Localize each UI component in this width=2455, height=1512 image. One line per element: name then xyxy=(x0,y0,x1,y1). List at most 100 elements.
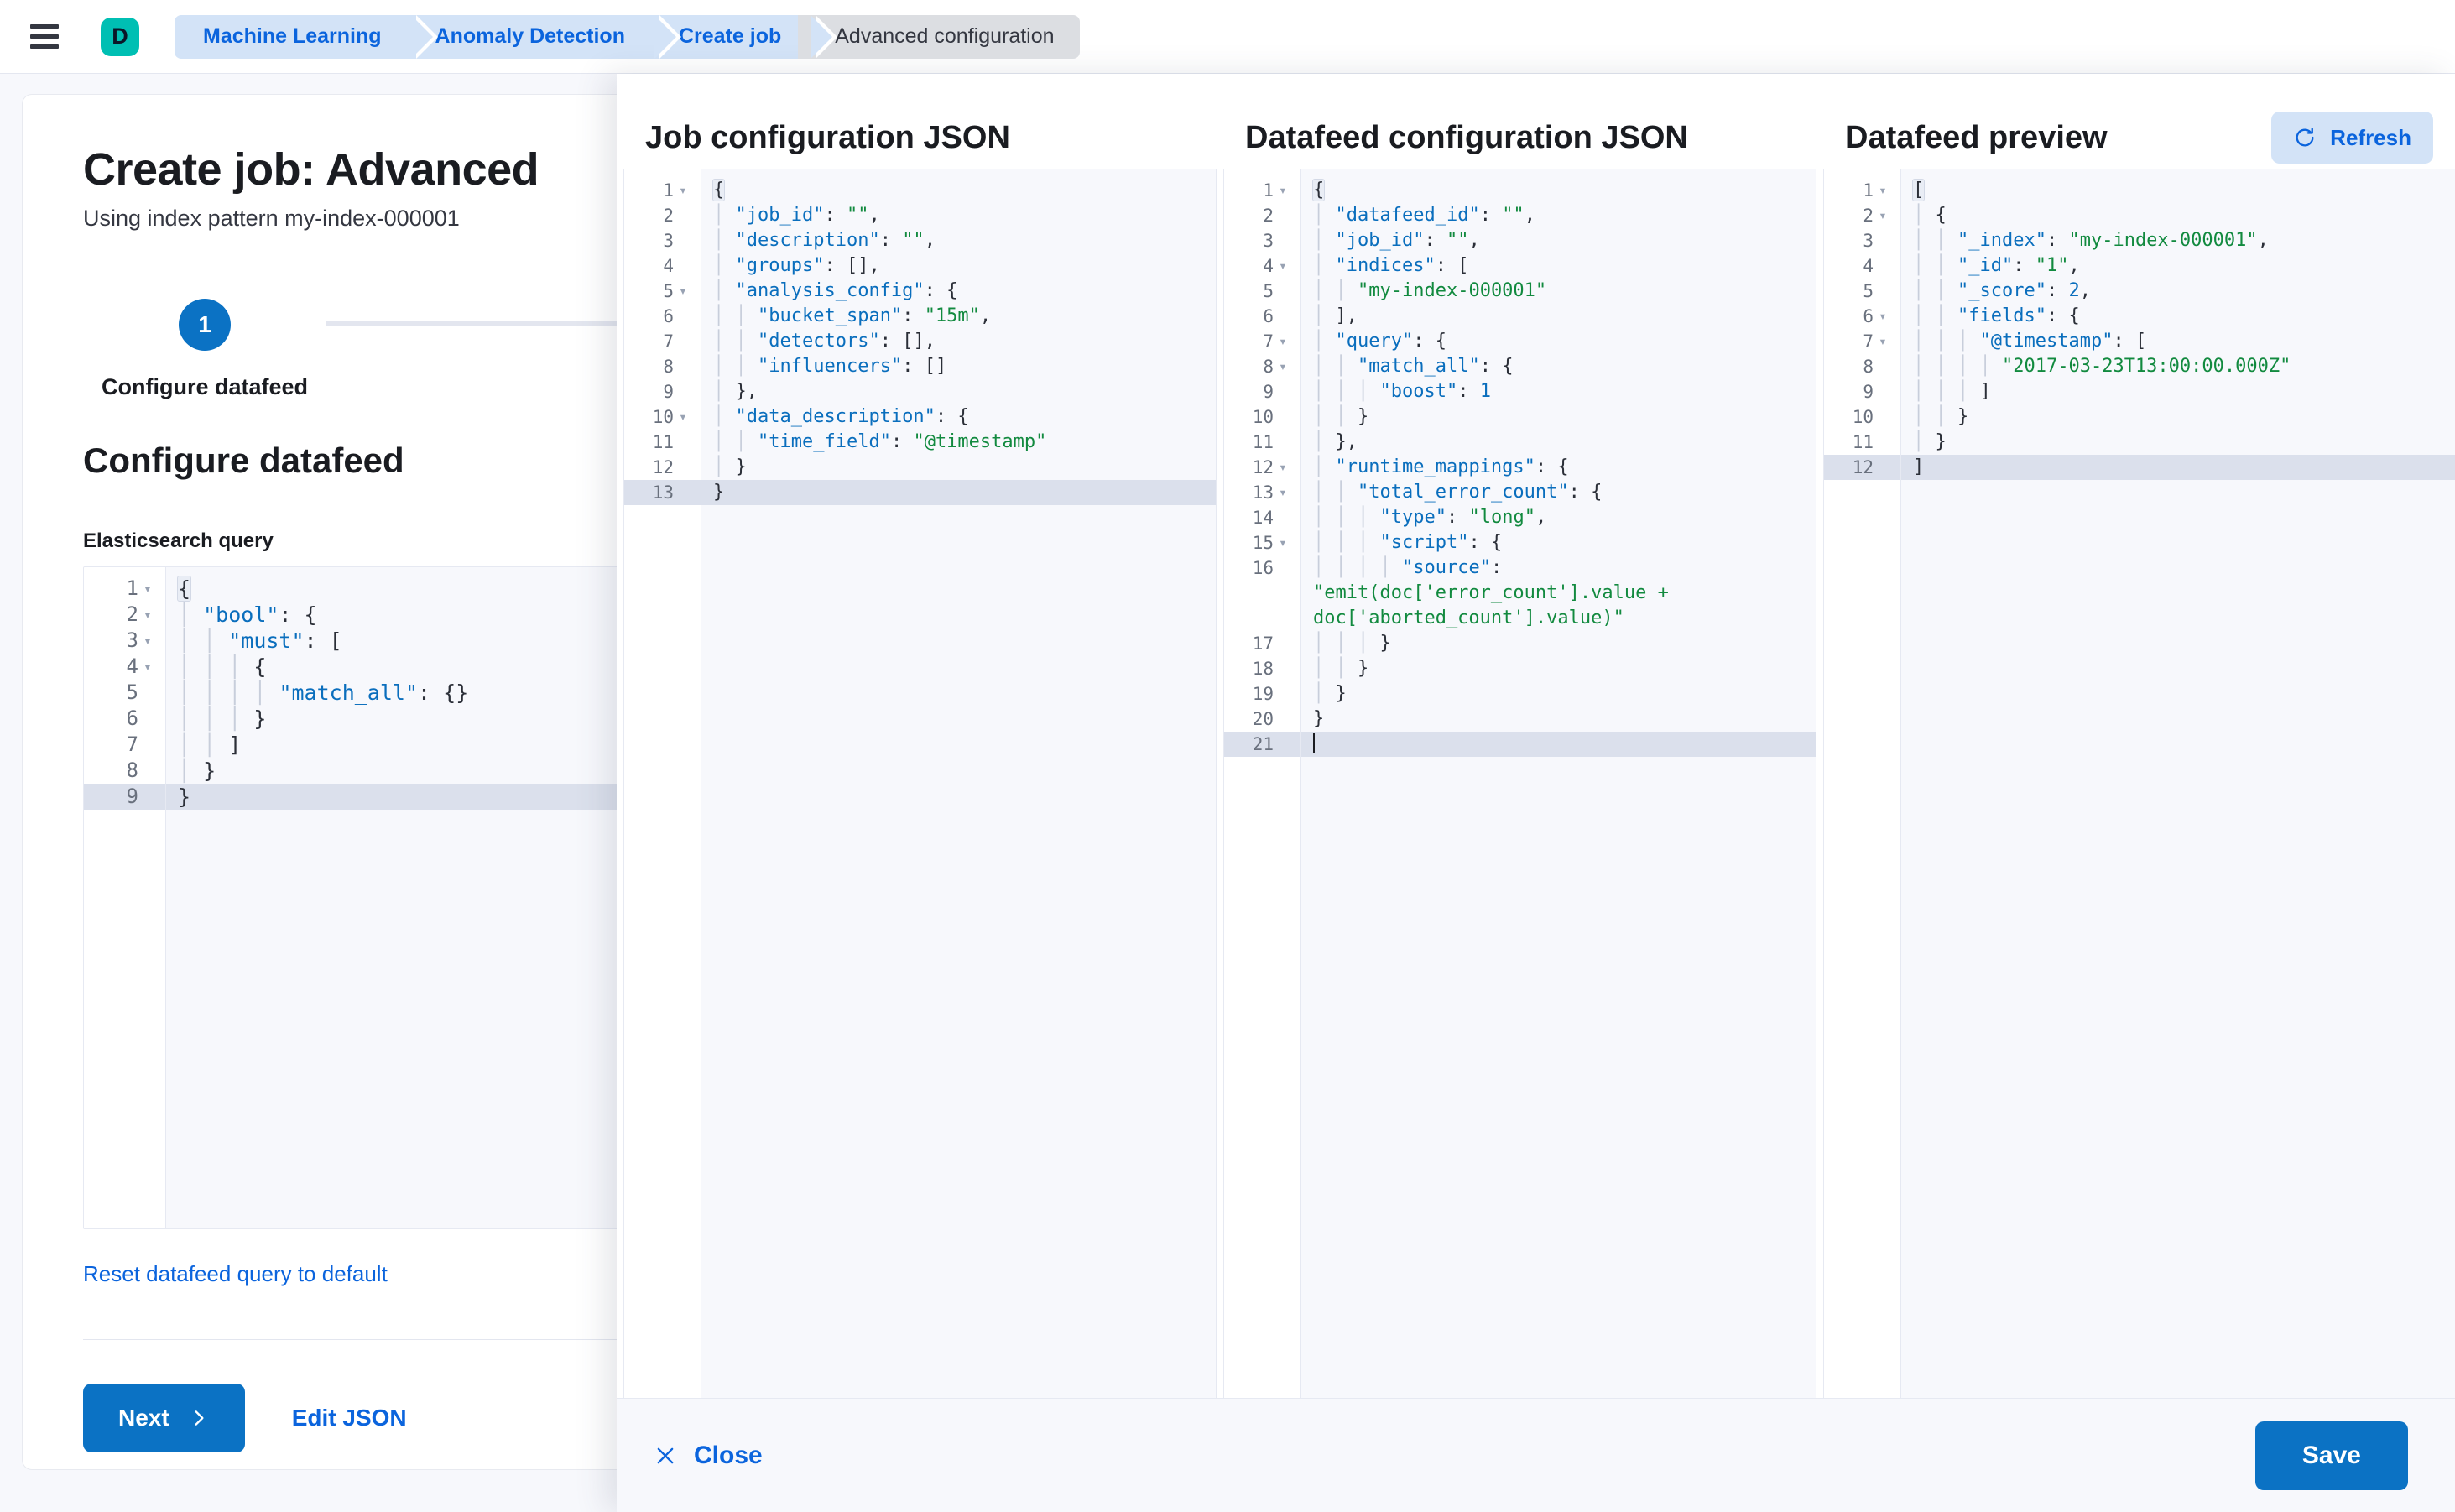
code-line[interactable]: │ │ │ "@timestamp": [ xyxy=(1913,331,2147,352)
code-line[interactable]: │ │ "my-index-000001" xyxy=(1313,280,1547,301)
code-line[interactable]: │ }, xyxy=(713,381,758,402)
datafeed-configuration-json-editor[interactable]: 1▾2▾3▾4▾5▾6▾7▾8▾9▾10▾11▾12▾13▾14▾15▾16▾1… xyxy=(1223,169,1816,1398)
fold-arrow-icon[interactable]: ▾ xyxy=(1279,333,1287,349)
line-number: 3▾ xyxy=(84,628,165,654)
fold-arrow-icon[interactable]: ▾ xyxy=(1879,308,1887,324)
code-line[interactable]: │ │ │ "boost": 1 xyxy=(1313,381,1491,402)
code-line[interactable]: │ │ │ } xyxy=(178,706,267,731)
fold-arrow-icon[interactable]: ▾ xyxy=(1279,459,1287,475)
code-line[interactable]: │ }, xyxy=(1313,431,1358,452)
reset-datafeed-query-link[interactable]: Reset datafeed query to default xyxy=(83,1261,388,1286)
editor-gutter[interactable]: 1▾2▾3▾4▾5▾6▾7▾8▾9▾10▾11▾12▾ xyxy=(1824,169,1901,1398)
fold-arrow-icon[interactable]: ▾ xyxy=(679,182,687,198)
fold-arrow-icon[interactable]: ▾ xyxy=(1279,534,1287,550)
line-number: 4▾ xyxy=(1863,256,1874,276)
datafeed-preview-editor[interactable]: 1▾2▾3▾4▾5▾6▾7▾8▾9▾10▾11▾12▾ [│ {│ │ "_in… xyxy=(1823,169,2455,1398)
fold-arrow-icon[interactable]: ▾ xyxy=(143,607,152,623)
editor-code-area[interactable]: { │ "job_id": "", │ "description": "", │ "g… xyxy=(701,169,1216,1398)
fold-arrow-icon[interactable]: ▾ xyxy=(679,409,687,425)
code-line[interactable]: │ "description": "", xyxy=(713,230,936,251)
fold-arrow-icon[interactable]: ▾ xyxy=(1879,207,1887,223)
code-line[interactable]: │ │ "detectors": [], xyxy=(713,331,936,352)
breadcrumb-item-anomaly-detection[interactable]: Anomaly Detection xyxy=(398,14,682,59)
code-line[interactable]: │ │ │ "type": "long", xyxy=(1313,507,1547,528)
code-line[interactable]: │ │ "bucket_span": "15m", xyxy=(713,305,992,326)
line-number: 11▾ xyxy=(1252,432,1274,452)
code-line[interactable]: │ } xyxy=(1313,683,1347,704)
job-configuration-json-editor[interactable]: 1▾2▾3▾4▾5▾6▾7▾8▾9▾10▾11▾12▾13▾ {│ "job_i… xyxy=(623,169,1217,1398)
code-line[interactable]: │ │ │ "script": { xyxy=(1313,532,1503,553)
refresh-button[interactable]: Refresh xyxy=(2271,112,2433,164)
editor-code-area[interactable]: [ │ { │ │ "_index": "my-index-000001", │ │ … xyxy=(1901,169,2455,1398)
close-button[interactable]: Close xyxy=(654,1442,763,1470)
breadcrumb-item-advanced-configuration[interactable]: Advanced configuration xyxy=(798,14,1080,59)
fold-arrow-icon[interactable]: ▾ xyxy=(143,633,152,649)
next-button[interactable]: Next xyxy=(83,1384,245,1452)
code-line[interactable]: │ } xyxy=(713,456,747,477)
code-line[interactable]: │ │ │ │ "source": "emit(doc['error_count… xyxy=(1313,557,1681,628)
code-line[interactable]: │ "bool": { xyxy=(178,602,317,627)
code-line[interactable]: │ │ │ ] xyxy=(1913,381,1991,402)
code-line[interactable]: │ "indices": [ xyxy=(1313,255,1469,276)
editor-gutter[interactable]: 1▾2▾3▾4▾5▾6▾7▾8▾9▾ xyxy=(84,567,166,1228)
code-line[interactable]: │ "job_id": "", xyxy=(713,205,880,226)
code-line[interactable]: │ } xyxy=(178,759,216,783)
code-line[interactable]: │ │ │ │ "match_all": {} xyxy=(178,680,469,705)
code-line[interactable] xyxy=(1301,732,1816,757)
code-line[interactable]: │ │ } xyxy=(1913,406,1969,427)
line-number: 8▾ xyxy=(663,357,674,377)
code-line[interactable]: │ │ "total_error_count": { xyxy=(1313,482,1603,503)
fold-arrow-icon[interactable]: ▾ xyxy=(1279,358,1287,374)
code-line[interactable]: │ "data_description": { xyxy=(713,406,969,427)
code-line[interactable]: │ │ "must": [ xyxy=(178,628,342,653)
code-line[interactable]: [ xyxy=(1911,179,1926,201)
code-line[interactable]: │ "datafeed_id": "", xyxy=(1313,205,1535,226)
fold-arrow-icon[interactable]: ▾ xyxy=(143,659,152,675)
code-line[interactable]: │ │ "influencers": [] xyxy=(713,356,947,377)
editor-gutter[interactable]: 1▾2▾3▾4▾5▾6▾7▾8▾9▾10▾11▾12▾13▾14▾15▾16▾1… xyxy=(1224,169,1301,1398)
code-line[interactable]: │ │ "fields": { xyxy=(1913,305,2080,326)
code-line[interactable]: │ │ │ } xyxy=(1313,633,1391,654)
breadcrumb-item-machine-learning[interactable]: Machine Learning xyxy=(175,14,438,59)
code-line[interactable]: │ { xyxy=(1913,205,1947,226)
code-line[interactable]: } xyxy=(701,480,1216,505)
code-line[interactable]: │ "groups": [], xyxy=(713,255,880,276)
code-line[interactable]: │ │ │ │ "2017-03-23T13:00:00.000Z" xyxy=(1913,356,2291,377)
code-line[interactable]: │ "analysis_config": { xyxy=(713,280,958,301)
fold-arrow-icon[interactable]: ▾ xyxy=(143,581,152,597)
space-avatar-logo[interactable]: D xyxy=(101,17,139,56)
fold-arrow-icon[interactable]: ▾ xyxy=(1279,258,1287,274)
code-line[interactable]: │ "query": { xyxy=(1313,331,1446,352)
fold-arrow-icon[interactable]: ▾ xyxy=(1879,333,1887,349)
editor-gutter[interactable]: 1▾2▾3▾4▾5▾6▾7▾8▾9▾10▾11▾12▾13▾ xyxy=(624,169,701,1398)
fold-arrow-icon[interactable]: ▾ xyxy=(1279,182,1287,198)
editor-code-area[interactable]: { │ "datafeed_id": "", │ "job_id": "", │ "i… xyxy=(1301,169,1816,1398)
code-line[interactable]: │ │ "_id": "1", xyxy=(1913,255,2080,276)
save-button[interactable]: Save xyxy=(2254,1421,2408,1490)
fold-arrow-icon[interactable]: ▾ xyxy=(679,283,687,299)
code-line[interactable]: ] xyxy=(1901,455,2455,480)
code-line[interactable]: │ │ "match_all": { xyxy=(1313,356,1514,377)
code-line[interactable]: } xyxy=(1313,708,1325,729)
code-line[interactable]: │ │ │ { xyxy=(178,654,267,679)
line-number: 4▾ xyxy=(663,256,674,276)
code-line[interactable]: │ │ "_score": 2, xyxy=(1913,280,2091,301)
code-line[interactable]: │ │ ] xyxy=(178,733,242,757)
code-line[interactable]: │ } xyxy=(1913,431,1947,452)
fold-arrow-icon[interactable]: ▾ xyxy=(1879,182,1887,198)
code-line[interactable]: │ │ } xyxy=(1313,406,1369,427)
line-number: 11▾ xyxy=(652,432,674,452)
code-line[interactable]: │ │ } xyxy=(1313,658,1369,679)
code-line[interactable]: │ ], xyxy=(1313,305,1358,326)
code-line[interactable]: │ "job_id": "", xyxy=(1313,230,1480,251)
edit-json-button[interactable]: Edit JSON xyxy=(291,1405,407,1431)
wizard-step-configure-datafeed[interactable]: 1 Configure datafeed xyxy=(83,299,326,400)
code-line[interactable]: { xyxy=(711,179,726,201)
code-line[interactable]: { xyxy=(1311,179,1326,201)
code-line[interactable]: │ "runtime_mappings": { xyxy=(1313,456,1569,477)
hamburger-menu-icon[interactable] xyxy=(30,19,65,55)
code-line[interactable]: { xyxy=(176,576,192,602)
fold-arrow-icon[interactable]: ▾ xyxy=(1279,484,1287,500)
code-line[interactable]: │ │ "time_field": "@timestamp" xyxy=(713,431,1047,452)
code-line[interactable]: │ │ "_index": "my-index-000001", xyxy=(1913,230,2269,251)
